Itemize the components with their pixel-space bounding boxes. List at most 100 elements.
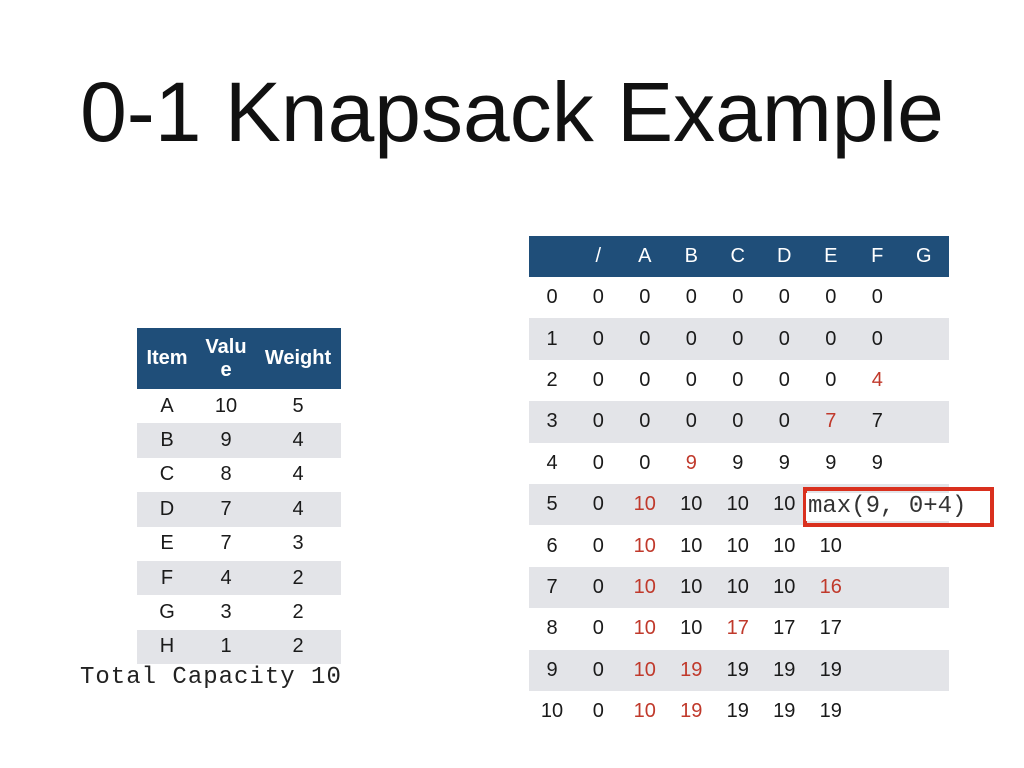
dp-header-cell: /	[595, 245, 602, 267]
item-row: H 1 2	[137, 629, 341, 665]
dp-cell: 9	[825, 451, 837, 474]
item-cell: D	[159, 497, 175, 520]
dp-cell: 9	[732, 451, 744, 474]
dp-header-cell: B	[684, 245, 698, 267]
dp-cell: 0	[592, 410, 604, 433]
dp-cell: 0	[732, 410, 744, 433]
item-cell: 5	[292, 394, 304, 417]
dp-cell: 0	[592, 493, 604, 516]
dp-row-label: 3	[546, 410, 558, 433]
dp-cell: 9	[871, 451, 883, 474]
dp-cell: 0	[685, 368, 697, 391]
dp-cell: 0	[825, 286, 837, 309]
dp-cell: 0	[871, 286, 883, 309]
item-cell: F	[160, 566, 174, 589]
dp-header-cell: A	[638, 245, 652, 267]
dp-cell: 0	[871, 327, 883, 350]
dp-cell: 0	[592, 700, 604, 723]
dp-cell: 10	[680, 617, 703, 640]
dp-cell: 10	[680, 493, 703, 516]
dp-cell: 0	[592, 617, 604, 640]
dp-cell: 0	[592, 575, 604, 598]
dp-row: 3 0 0 0 0 0 7 7	[529, 401, 949, 443]
dp-row-label: 8	[546, 617, 558, 640]
dp-cell: 10	[680, 534, 703, 557]
item-cell: 7	[220, 532, 232, 555]
item-cell: C	[159, 463, 175, 486]
dp-cell: 19	[819, 700, 842, 723]
dp-header-cell: D	[777, 245, 792, 267]
dp-cell: 19	[680, 700, 703, 723]
item-cell: 2	[292, 601, 304, 624]
dp-row-label: 2	[546, 368, 558, 391]
item-row: F 4 2	[137, 560, 341, 596]
dp-cell: 17	[819, 617, 842, 640]
item-cell: G	[159, 601, 175, 624]
item-cell: A	[160, 394, 174, 417]
dp-cell: 0	[685, 327, 697, 350]
item-cell: 2	[292, 566, 304, 589]
item-cell: 10	[214, 394, 238, 417]
dp-row-label: 1	[546, 327, 558, 350]
dp-cell: 10	[633, 700, 656, 723]
annotation-text: max(9, 0+4)	[806, 493, 969, 521]
dp-cell: 0	[685, 286, 697, 309]
dp-cell: 19	[773, 700, 796, 723]
item-cell: 1	[220, 635, 232, 658]
dp-cell: 10	[819, 534, 842, 557]
dp-cell: 0	[778, 410, 790, 433]
dp-cell: 0	[732, 368, 744, 391]
dp-cell: 0	[732, 327, 744, 350]
dp-cell: 16	[819, 575, 842, 598]
dp-cell: 0	[639, 286, 651, 309]
dp-cell: 0	[825, 368, 837, 391]
dp-row-label: 7	[546, 575, 558, 598]
item-cell: B	[160, 429, 174, 452]
dp-cell: 10	[633, 658, 656, 681]
header-weight: Weight	[264, 347, 332, 369]
dp-row-label: 0	[546, 286, 558, 309]
dp-cell: 0	[685, 410, 697, 433]
header-item: Item	[146, 347, 188, 369]
dp-row: 10 0 10 19 19 19 19	[529, 691, 949, 732]
dp-header-cell: E	[824, 245, 838, 267]
dp-header-cell: F	[871, 245, 884, 267]
dp-cell: 19	[726, 658, 749, 681]
dp-cell: 0	[592, 327, 604, 350]
dp-cell: 0	[592, 451, 604, 474]
item-cell: 4	[220, 566, 232, 589]
dp-cell: 10	[773, 493, 796, 516]
dp-cell: 19	[726, 700, 749, 723]
dp-cell: 19	[680, 658, 703, 681]
dp-cell: 10	[726, 575, 749, 598]
dp-cell: 0	[639, 410, 651, 433]
item-cell: 9	[220, 429, 232, 452]
dp-cell: 10	[633, 493, 656, 516]
dp-cell: 10	[773, 575, 796, 598]
dp-cell: 7	[825, 410, 837, 433]
item-cell: 4	[292, 429, 304, 452]
dp-cell: 7	[871, 410, 883, 433]
dp-cell: 9	[685, 451, 697, 474]
dp-row-label: 10	[540, 700, 564, 723]
item-cell: 2	[292, 635, 304, 658]
dp-row-label: 4	[546, 451, 558, 474]
dp-cell: 0	[639, 451, 651, 474]
annotation-box	[803, 487, 994, 527]
item-cell: H	[159, 635, 175, 658]
dp-row-label: 5	[546, 493, 558, 516]
